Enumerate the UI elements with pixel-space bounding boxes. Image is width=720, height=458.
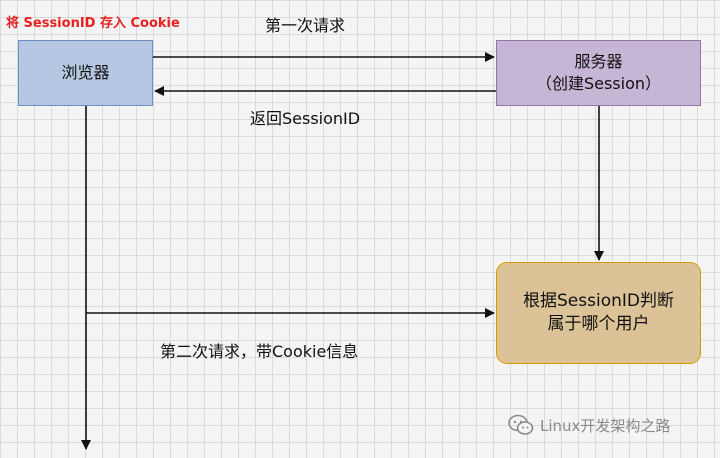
judge-label-line2: 属于哪个用户 [547, 314, 650, 334]
watermark: Linux开发架构之路 [508, 414, 670, 436]
first-request-label: 第一次请求 [265, 16, 346, 35]
server-label: 服务器 [574, 52, 623, 72]
browser-node: 浏览器 [18, 40, 153, 106]
return-sessionid-label: 返回SessionID [250, 109, 361, 128]
judge-label-line1: 根据SessionID判断 [523, 291, 674, 312]
watermark-text: Linux开发架构之路 [540, 416, 671, 435]
wechat-icon [508, 414, 534, 435]
server-node: 服务器 （创建Session） [496, 40, 701, 106]
judge-user-node: 根据SessionID判断 属于哪个用户 [496, 262, 701, 364]
server-sublabel: （创建Session） [535, 74, 662, 93]
browser-label: 浏览器 [61, 63, 110, 83]
cookie-note: 将 SessionID 存入 Cookie [6, 16, 180, 31]
second-request-label: 第二次请求，带Cookie信息 [160, 342, 359, 361]
